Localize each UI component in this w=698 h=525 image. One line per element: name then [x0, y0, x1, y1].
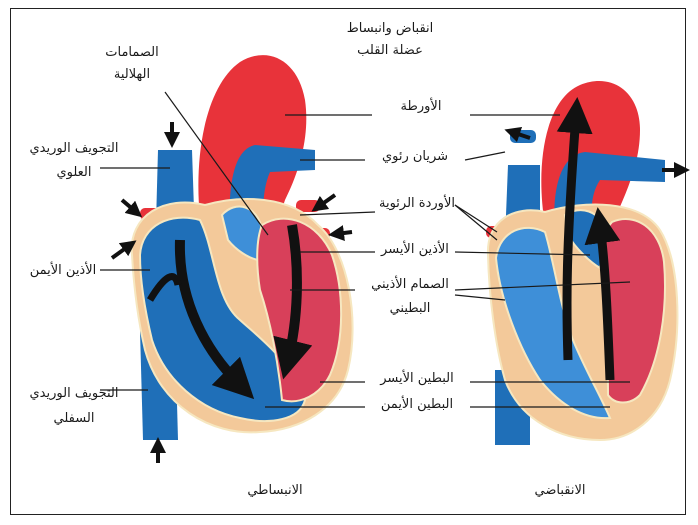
label-pulmonary-veins: الأوردة الرئوية: [362, 195, 472, 213]
caption-systole: الانقباضي: [500, 482, 620, 500]
label-right-atrium: الأذين الأيمن: [8, 262, 118, 280]
label-semilunar-valves-1: الصمامات: [92, 44, 172, 62]
arrow-pv-right-2: [336, 232, 352, 234]
heart-diastole: [112, 55, 353, 463]
label-inferior-vena-cava-2: السفلي: [14, 410, 134, 428]
label-semilunar-valves-2: الهلالية: [92, 66, 172, 84]
label-av-valve-2: البطيني: [355, 300, 465, 318]
label-inferior-vena-cava-1: التجويف الوريدي: [14, 385, 134, 403]
caption-diastole: الانبساطي: [215, 482, 335, 500]
label-superior-vena-cava-2: العلوي: [14, 164, 134, 182]
label-right-ventricle: البطين الأيمن: [362, 396, 472, 414]
label-aorta: الأورطة: [372, 98, 470, 116]
title-line1: انقباض وانبساط: [330, 20, 450, 38]
arrow-pv-right-1: [318, 195, 335, 207]
arrow-pv-left-1: [122, 200, 136, 212]
label-av-valve-1: الصمام الأذيني: [355, 276, 465, 294]
label-left-ventricle: البطين الأيسر: [362, 370, 472, 388]
title-line2: عضلة القلب: [330, 42, 450, 60]
heart-systole: [486, 81, 682, 445]
arrow-pv-left-2: [112, 245, 130, 258]
label-pulmonary-artery: شريان رئوي: [365, 148, 465, 166]
label-left-atrium: الأذين الأيسر: [365, 241, 465, 259]
label-superior-vena-cava-1: التجويف الوريدي: [14, 140, 134, 158]
